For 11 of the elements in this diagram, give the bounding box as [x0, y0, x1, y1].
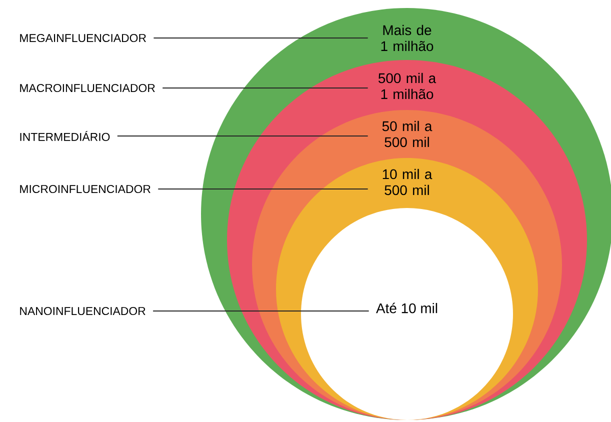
leader-line — [117, 135, 368, 137]
leader-line — [158, 188, 368, 190]
leader-line — [162, 87, 368, 89]
node-label: Até 10 mil — [376, 302, 438, 314]
category-label: MEGAINFLUENCIADOR — [20, 34, 146, 42]
category-label: MICROINFLUENCIADOR — [20, 184, 150, 194]
category-label: NANOINFLUENCIADOR — [20, 306, 146, 316]
category-label: MACROINFLUENCIADOR — [20, 84, 155, 92]
leader-line — [154, 37, 368, 39]
leader-line — [153, 310, 369, 312]
category-label: INTERMEDIÁRIO — [20, 130, 110, 142]
